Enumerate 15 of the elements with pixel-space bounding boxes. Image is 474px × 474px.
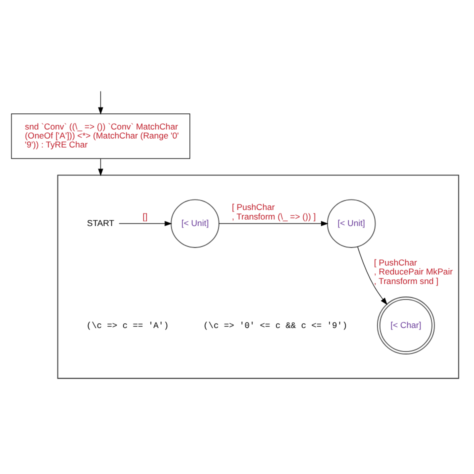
node-box: snd `Conv` ((\_ => ()) `Conv` MatchChar (OneOf ['A'])) <*> (MatchChar (Range '0' '9')) : TyRE Char (10, 114, 190, 159)
arrow (98, 158, 103, 176)
edge-label: [ PushChar , Transform (\_ => ()) ] (231, 202, 316, 222)
arrow (118, 221, 172, 226)
node-circle: [< Unit] (326, 199, 376, 248)
node-text: START (86, 218, 114, 228)
arrow (218, 221, 328, 226)
label: (\c => c == 'A') (86, 320, 168, 331)
edge-label: [ PushChar , ReducePair MkPair , Transform snd ] (374, 257, 452, 286)
arrow (98, 90, 103, 115)
node-circle: [< Unit] (170, 199, 219, 248)
cluster (56, 174, 459, 379)
label: (\c => '0' <= c && c <= '9') (202, 320, 347, 331)
edge-label: [] (142, 211, 147, 222)
arrow (356, 246, 387, 306)
